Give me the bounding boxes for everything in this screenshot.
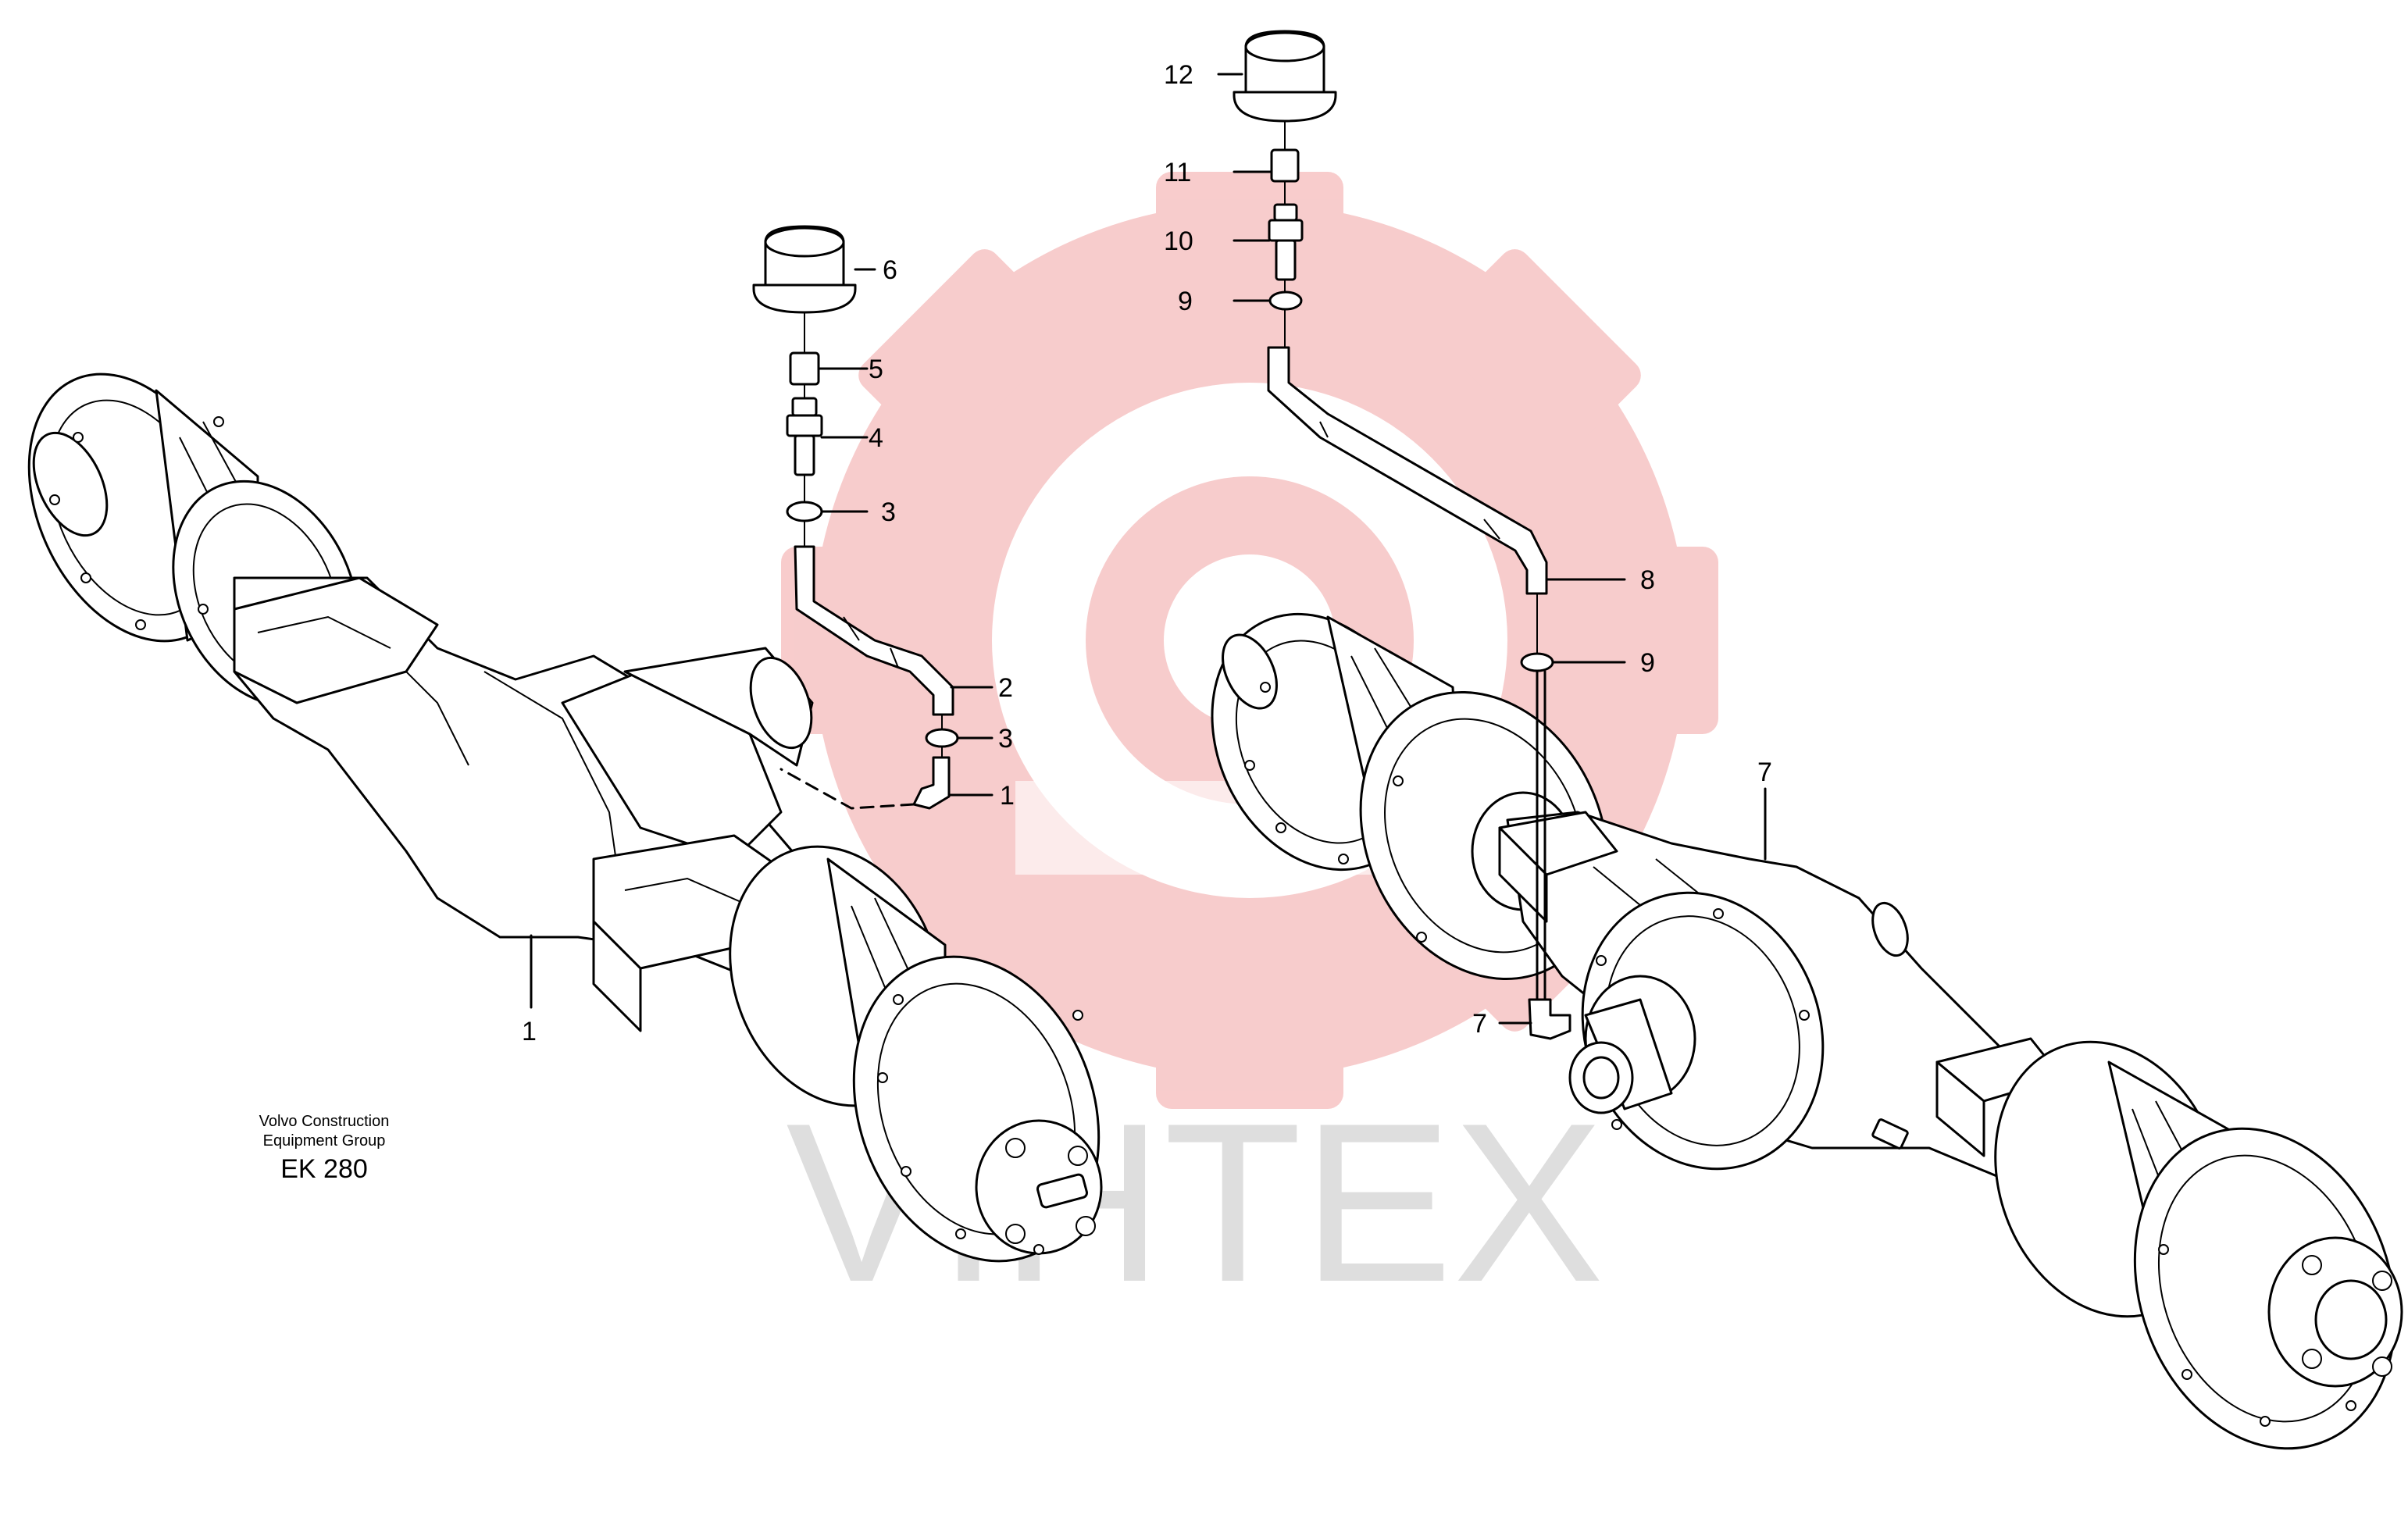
callout-5: 5 <box>869 355 883 384</box>
callout-3-upper: 3 <box>881 497 896 527</box>
left-axle-front-hub <box>729 845 1103 1263</box>
elbow-7 <box>1528 998 1571 1040</box>
callout-1-axle: 1 <box>522 1017 537 1046</box>
right-axle <box>1211 612 2403 1450</box>
clamp-9-lower <box>1520 652 1554 672</box>
clamp-9-upper <box>1268 291 1303 311</box>
left-axle <box>27 373 1103 1263</box>
callout-1-elbow: 1 <box>1000 781 1015 811</box>
callout-12: 12 <box>1164 60 1193 90</box>
hose-2 <box>794 545 954 716</box>
callout-9-lower: 9 <box>1640 648 1655 678</box>
left-axle-bolt-holes <box>49 416 1083 1255</box>
callout-10: 10 <box>1164 226 1193 256</box>
callout-3-lower: 3 <box>998 724 1013 754</box>
credit-line-1: Volvo Construction <box>259 1113 390 1130</box>
hose-8 <box>1267 346 1548 595</box>
diagram-code: EK 280 <box>280 1154 368 1184</box>
left-breather-assembly <box>752 225 959 810</box>
right-breather-assembly <box>1233 30 1571 1040</box>
nipple-5 <box>789 351 820 386</box>
callout-7-axle: 7 <box>1757 758 1772 787</box>
credit-line-2: Equipment Group <box>263 1132 386 1150</box>
leader-lines <box>530 73 1767 1025</box>
adapter-10 <box>1268 219 1304 242</box>
elbow-1 <box>912 756 951 810</box>
callout-labels: 6 5 4 3 2 3 1 1 12 11 10 9 8 9 7 7 <box>522 60 1772 1046</box>
right-axle-bolt-holes <box>1244 682 2356 1427</box>
callout-6: 6 <box>883 255 897 285</box>
clamp-3-lower <box>925 728 959 748</box>
callout-4: 4 <box>869 423 883 453</box>
nipple-11 <box>1270 148 1300 183</box>
callout-7-elbow: 7 <box>1472 1009 1487 1039</box>
callout-2: 2 <box>998 673 1013 703</box>
credit-block: Volvo Construction Equipment Group EK 28… <box>259 1113 390 1184</box>
callout-11: 11 <box>1164 158 1191 187</box>
callout-9-upper: 9 <box>1178 287 1193 316</box>
callout-8: 8 <box>1640 565 1655 595</box>
adapter-4 <box>786 414 823 437</box>
clamp-3-upper <box>786 501 823 522</box>
